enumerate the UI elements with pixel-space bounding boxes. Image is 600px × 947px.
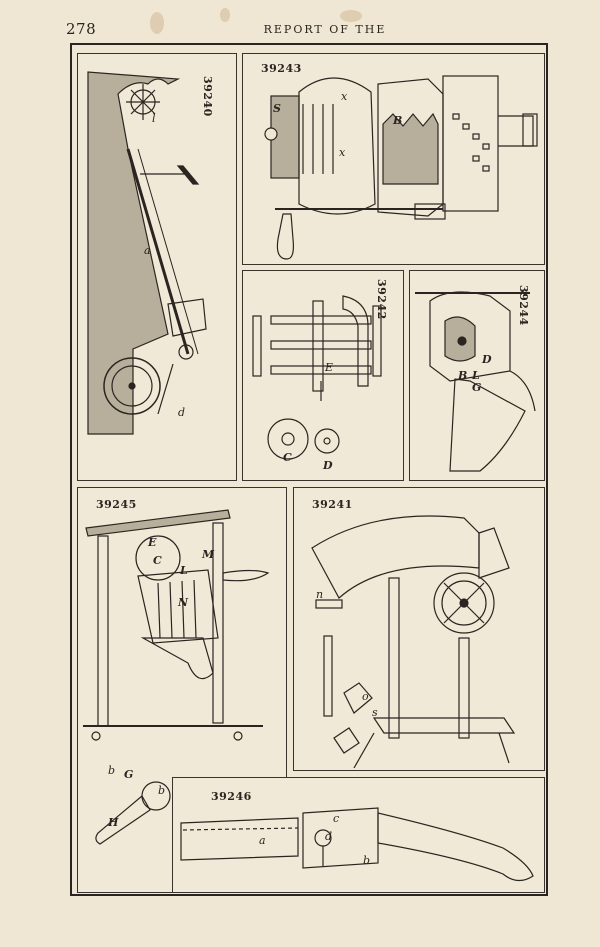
- label-n-41: n: [316, 588, 324, 601]
- label-o-41: o: [362, 690, 370, 703]
- label-C-45: C: [153, 554, 163, 567]
- label-L-44: L: [472, 369, 481, 382]
- label-b1-45: b: [108, 764, 116, 777]
- label-s-41: s: [372, 706, 379, 719]
- label-x-bottom: x: [339, 146, 346, 159]
- label-E: E: [325, 361, 334, 374]
- label-M-45: M: [202, 548, 215, 561]
- label-d-46: d: [325, 830, 333, 843]
- label-N-45: N: [178, 596, 189, 609]
- label-B: B: [393, 114, 403, 127]
- illustration-39246: [180, 807, 534, 882]
- label-a-46: a: [259, 834, 267, 847]
- label-l: l: [152, 112, 157, 125]
- illustration-39244: [415, 291, 536, 472]
- label-b-46: b: [363, 854, 371, 867]
- figure-39243: 39243 S x x B: [242, 53, 545, 265]
- figure-39242: 39242 E C D: [242, 270, 404, 481]
- illustration-39243: [264, 75, 538, 260]
- plate-frame: 39240 a l d 39243: [70, 43, 548, 896]
- patent-number-39243: 39243: [261, 62, 302, 75]
- page-number: 278: [66, 20, 97, 38]
- patent-number-39245: 39245: [96, 498, 137, 511]
- illustration-39240: [87, 71, 207, 435]
- illustration-39242: [252, 295, 382, 460]
- figure-39241: 39241 n o s: [293, 487, 545, 771]
- illustration-39241: [311, 515, 516, 769]
- figure-39240: 39240 a l d: [77, 53, 237, 481]
- label-G-44: G: [472, 381, 482, 394]
- label-c-46: c: [333, 812, 340, 825]
- label-b2-45: b: [158, 784, 166, 797]
- figure-39244: 39244 D B L G: [409, 270, 545, 481]
- label-C-gear: C: [283, 451, 293, 464]
- figure-39246: 39246 a c d b: [172, 777, 545, 893]
- running-title: REPORT OF THE: [263, 23, 387, 36]
- label-L-45: L: [180, 564, 189, 577]
- label-G-45: G: [124, 768, 134, 781]
- label-H-45: H: [108, 816, 119, 829]
- label-D-gear: D: [323, 459, 334, 472]
- label-E-45: E: [148, 536, 157, 549]
- patent-number-39246: 39246: [211, 790, 252, 803]
- label-d: d: [178, 406, 186, 419]
- label-D-44: D: [482, 353, 493, 366]
- label-a: a: [144, 244, 152, 257]
- illustration-39245: [83, 509, 270, 845]
- label-B-44: B: [458, 369, 468, 382]
- page-header: 278 REPORT OF THE: [0, 20, 600, 42]
- label-x-top: x: [341, 90, 348, 103]
- patent-number-39241: 39241: [312, 498, 353, 511]
- label-S: S: [273, 102, 282, 115]
